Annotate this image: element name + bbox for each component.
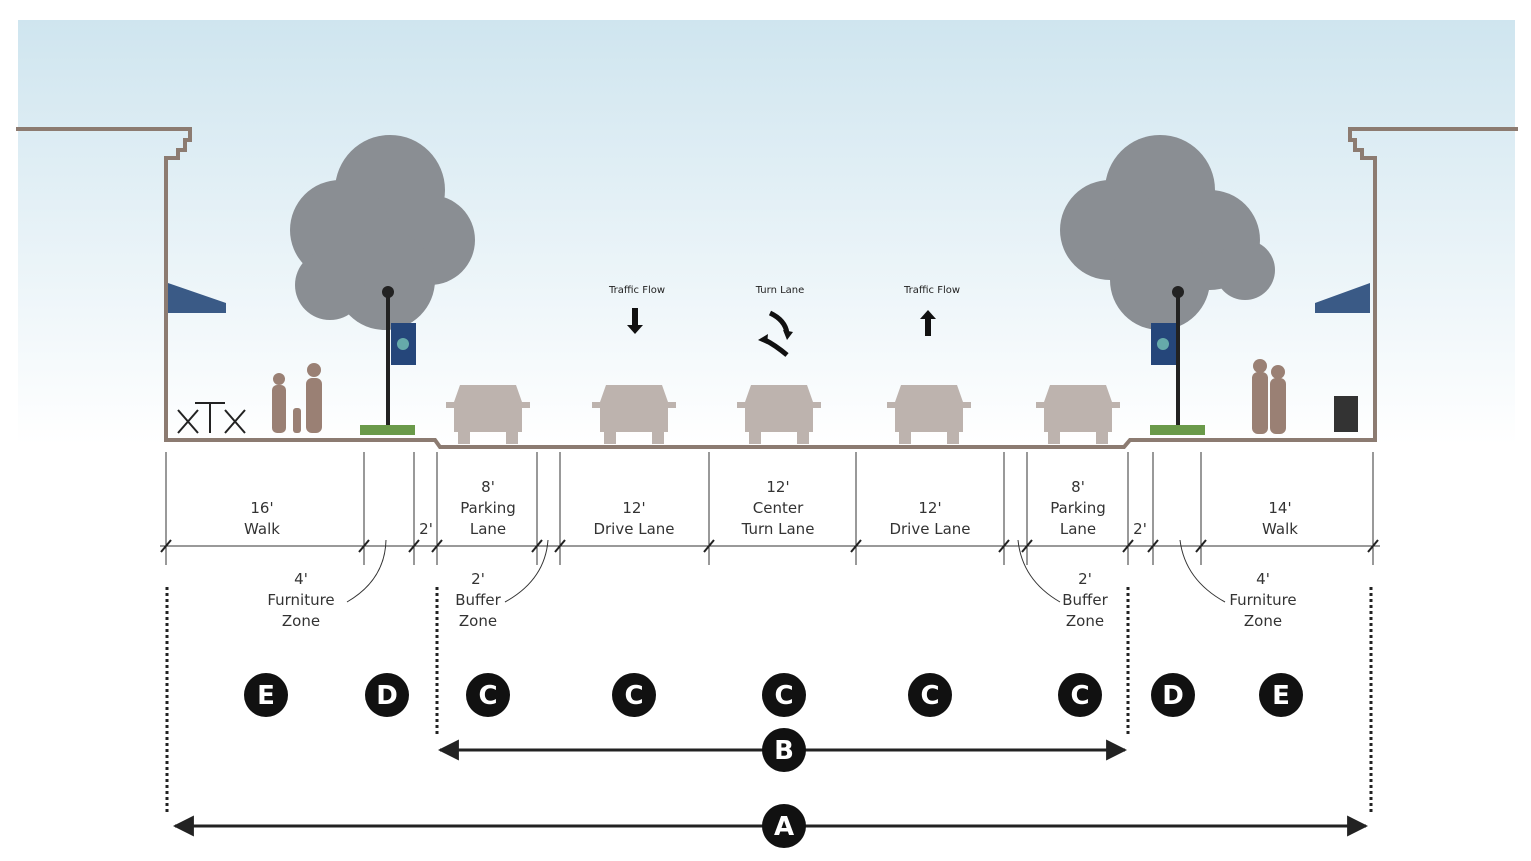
dimension-tick bbox=[358, 539, 370, 553]
right-awning bbox=[1315, 283, 1370, 313]
buffer-zone-left-label-2: Zone bbox=[459, 612, 497, 630]
car bbox=[887, 385, 971, 444]
turn-lane-label: Turn Lane bbox=[755, 285, 805, 296]
zone-marker: C bbox=[1058, 673, 1102, 717]
svg-text:B: B bbox=[774, 736, 794, 766]
zone-marker: D bbox=[1151, 673, 1195, 717]
svg-text:C: C bbox=[1070, 681, 1089, 711]
dimension-tick bbox=[1367, 539, 1379, 553]
car bbox=[446, 385, 530, 444]
left-planter-grass bbox=[360, 425, 415, 435]
pedestrians-right bbox=[1252, 359, 1286, 434]
left-awning bbox=[168, 283, 226, 313]
dimension-tick bbox=[1147, 539, 1159, 553]
furniture-zone-left-label-2: Zone bbox=[282, 612, 320, 630]
walk-right-width: 14' bbox=[1268, 499, 1291, 517]
sky bbox=[18, 20, 1515, 445]
svg-text:C: C bbox=[624, 681, 643, 711]
cars bbox=[446, 385, 1120, 444]
svg-text:C: C bbox=[920, 681, 939, 711]
walk-left-label: Walk bbox=[244, 520, 280, 538]
center-turn-label-1: Center bbox=[753, 499, 804, 517]
drive-left-label: Drive Lane bbox=[593, 520, 674, 538]
cafe-table-chairs bbox=[177, 402, 246, 434]
furniture-zone-right-width: 4' bbox=[1256, 570, 1270, 588]
zone-marker: E bbox=[1259, 673, 1303, 717]
center-turn-label-2: Turn Lane bbox=[741, 520, 815, 538]
span-b-marker: B bbox=[762, 728, 806, 772]
right-tree bbox=[1060, 135, 1275, 330]
dimension-tick bbox=[703, 539, 715, 553]
drive-right-width: 12' bbox=[918, 499, 941, 517]
dimension-lines bbox=[160, 452, 1380, 565]
buffer-zone-right-label-1: Buffer bbox=[1062, 591, 1108, 609]
zone-marker: C bbox=[908, 673, 952, 717]
span-a-marker: A bbox=[762, 804, 806, 848]
buffer-zone-left-label-1: Buffer bbox=[455, 591, 501, 609]
svg-text:E: E bbox=[257, 681, 275, 711]
dotted-extent-lines bbox=[165, 587, 1373, 812]
parking-right-label-2: Lane bbox=[1060, 520, 1096, 538]
right-planter-grass bbox=[1150, 425, 1205, 435]
car bbox=[737, 385, 821, 444]
drive-left-width: 12' bbox=[622, 499, 645, 517]
leader-lines bbox=[346, 539, 1226, 603]
dimension-tick bbox=[1122, 539, 1134, 553]
zone-marker: D bbox=[365, 673, 409, 717]
furniture-zone-left-label-1: Furniture bbox=[267, 591, 334, 609]
traffic-flow-label-right: Traffic Flow bbox=[903, 285, 960, 296]
parking-right-width: 8' bbox=[1071, 478, 1085, 496]
buffer-zone-right-width: 2' bbox=[1078, 570, 1092, 588]
furniture-right-small-width: 2' bbox=[1133, 520, 1147, 538]
sandwich-board-sign bbox=[1334, 396, 1358, 432]
parking-left-label-2: Lane bbox=[470, 520, 506, 538]
parking-right-label-1: Parking bbox=[1050, 499, 1106, 517]
walk-left-width: 16' bbox=[250, 499, 273, 517]
arrow-down-icon bbox=[627, 308, 643, 334]
furniture-left-small-width: 2' bbox=[419, 520, 433, 538]
right-streetlight bbox=[1151, 286, 1184, 430]
dimension-tick bbox=[408, 539, 420, 553]
zone-marker: C bbox=[762, 673, 806, 717]
dimension-tick bbox=[531, 539, 543, 553]
arrow-up-icon bbox=[920, 310, 936, 336]
drive-right-label: Drive Lane bbox=[889, 520, 970, 538]
dimension-tick bbox=[1195, 539, 1207, 553]
zone-marker: C bbox=[612, 673, 656, 717]
parking-left-width: 8' bbox=[481, 478, 495, 496]
dimension-tick bbox=[850, 539, 862, 553]
svg-text:D: D bbox=[376, 681, 398, 711]
furniture-zone-right-label-1: Furniture bbox=[1229, 591, 1296, 609]
parking-left-label-1: Parking bbox=[460, 499, 516, 517]
traffic-flow-label-left: Traffic Flow bbox=[608, 285, 665, 296]
svg-text:C: C bbox=[774, 681, 793, 711]
furniture-zone-left-width: 4' bbox=[294, 570, 308, 588]
buffer-zone-left-width: 2' bbox=[471, 570, 485, 588]
pedestrians-left bbox=[272, 363, 322, 433]
zone-marker: C bbox=[466, 673, 510, 717]
buffer-zone-right-label-2: Zone bbox=[1066, 612, 1104, 630]
center-turn-width: 12' bbox=[766, 478, 789, 496]
dimension-tick bbox=[1021, 539, 1033, 553]
svg-text:C: C bbox=[478, 681, 497, 711]
svg-text:A: A bbox=[774, 812, 794, 842]
dimension-tick bbox=[160, 539, 172, 553]
svg-text:E: E bbox=[1272, 681, 1290, 711]
dimension-tick bbox=[554, 539, 566, 553]
car bbox=[1036, 385, 1120, 444]
dimension-tick bbox=[998, 539, 1010, 553]
zone-marker: E bbox=[244, 673, 288, 717]
left-streetlight bbox=[382, 286, 416, 430]
left-tree bbox=[290, 135, 475, 330]
left-building-outline bbox=[16, 127, 1518, 449]
walk-right-label: Walk bbox=[1262, 520, 1298, 538]
car bbox=[592, 385, 676, 444]
furniture-zone-right-label-2: Zone bbox=[1244, 612, 1282, 630]
dimension-tick bbox=[431, 539, 443, 553]
svg-text:D: D bbox=[1162, 681, 1184, 711]
